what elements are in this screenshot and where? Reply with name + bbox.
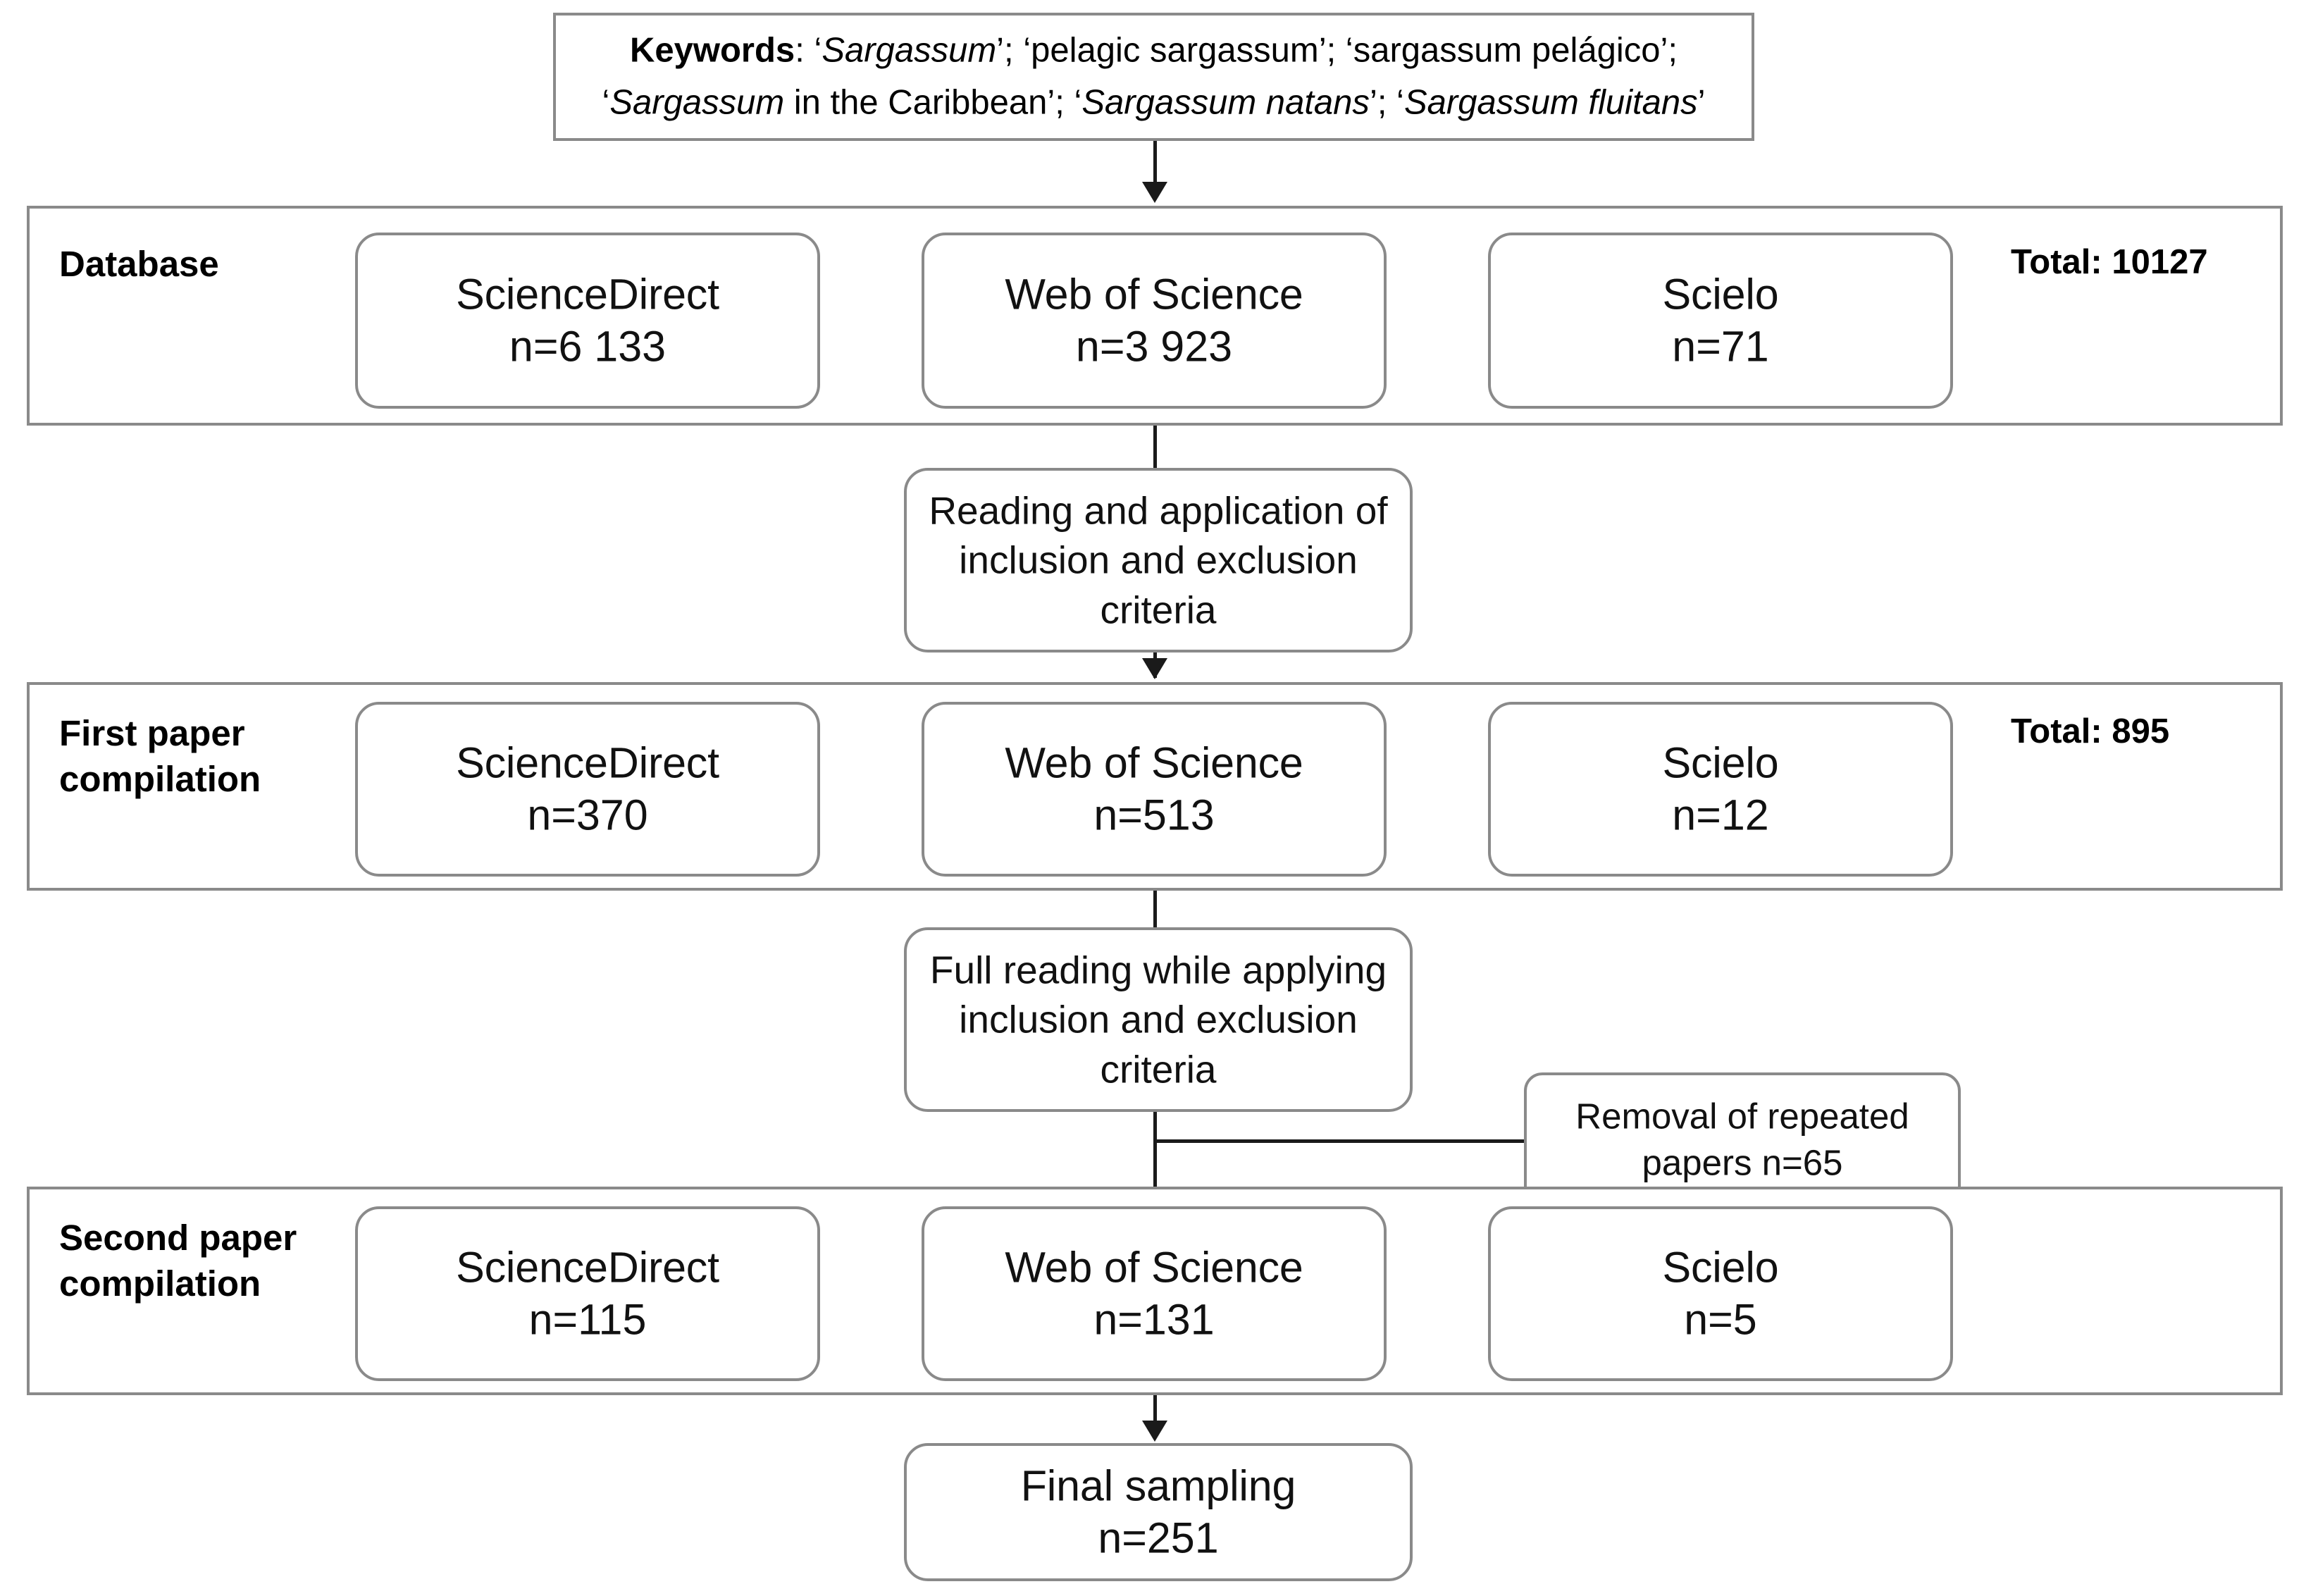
process-text: Reading and application of inclusion and…	[929, 488, 1388, 632]
node-web-of-science-second-compilation: Web of Science n=131	[922, 1206, 1387, 1381]
node-count: n=6 133	[509, 323, 667, 371]
stage-label-second-compilation: Second paper compilation	[59, 1218, 297, 1304]
node-title: Web of Science	[1005, 1243, 1303, 1292]
connector-database-to-screening	[1153, 426, 1157, 468]
node-scielo-first-compilation: Scielo n=12	[1488, 702, 1953, 877]
final-sampling-count: n=251	[1098, 1514, 1219, 1562]
stage-band-database: Database ScienceDirect n=6 133 Web of Sc…	[27, 206, 2283, 426]
node-count: n=513	[1093, 791, 1215, 839]
side-note-removal-of-repeated-papers: Removal of repeated papers n=65	[1524, 1072, 1961, 1208]
node-title: Web of Science	[1005, 738, 1303, 787]
keywords-box: Keywords: ‘Sargassum’; ‘pelagic sargassu…	[553, 13, 1754, 141]
node-title: ScienceDirect	[456, 738, 719, 787]
final-sampling-box: Final sampling n=251	[904, 1443, 1413, 1581]
node-title: Scielo	[1662, 270, 1779, 318]
stage-band-first-compilation: First paper compilation ScienceDirect n=…	[27, 682, 2283, 891]
side-note-text: Removal of repeated papers n=65	[1575, 1096, 1909, 1183]
arrowhead-keywords-to-database	[1142, 182, 1167, 203]
node-web-of-science-database: Web of Science n=3 923	[922, 233, 1387, 409]
keywords-line-2: ‘Sargassum in the Caribbean’; ‘Sargassum…	[602, 84, 1706, 122]
node-scielo-database: Scielo n=71	[1488, 233, 1953, 409]
stage-band-second-compilation: Second paper compilation ScienceDirect n…	[27, 1187, 2283, 1395]
node-sciencedirect-second-compilation: ScienceDirect n=115	[355, 1206, 820, 1381]
node-title: ScienceDirect	[456, 270, 719, 318]
node-title: ScienceDirect	[456, 1243, 719, 1292]
keywords-text: Keywords: ‘Sargassum’; ‘pelagic sargassu…	[584, 25, 1723, 130]
node-title: Web of Science	[1005, 270, 1303, 318]
node-scielo-second-compilation: Scielo n=5	[1488, 1206, 1953, 1381]
stage-label-database: Database	[59, 244, 219, 284]
stage-total-first-compilation: Total: 895	[2011, 712, 2170, 750]
stage-label-first-compilation: First paper compilation	[59, 713, 261, 800]
arrowhead-second-compilation-to-final	[1142, 1421, 1167, 1442]
connector-second-compilation-to-final	[1153, 1395, 1157, 1436]
node-count: n=5	[1684, 1296, 1757, 1344]
node-count: n=12	[1672, 791, 1769, 839]
process-text: Full reading while applying inclusion an…	[929, 948, 1387, 1091]
arrowhead-screening-to-first-compilation	[1142, 658, 1167, 679]
connector-full-reading-to-second-compilation	[1153, 1112, 1157, 1225]
connector-first-compilation-to-full-reading	[1153, 891, 1157, 927]
node-count: n=115	[528, 1296, 647, 1344]
stage-total-database: Total: 10127	[2011, 243, 2208, 281]
node-count: n=3 923	[1075, 323, 1233, 371]
node-sciencedirect-database: ScienceDirect n=6 133	[355, 233, 820, 409]
node-title: Scielo	[1662, 738, 1779, 787]
connector-keywords-to-database	[1153, 141, 1157, 186]
process-box-screening: Reading and application of inclusion and…	[904, 468, 1413, 652]
node-count: n=131	[1093, 1296, 1215, 1344]
node-title: Scielo	[1662, 1243, 1779, 1292]
keywords-label: Keywords:	[630, 31, 805, 70]
node-sciencedirect-first-compilation: ScienceDirect n=370	[355, 702, 820, 877]
node-count: n=71	[1672, 323, 1769, 371]
process-box-full-reading: Full reading while applying inclusion an…	[904, 927, 1413, 1112]
node-count: n=370	[527, 791, 648, 839]
node-web-of-science-first-compilation: Web of Science n=513	[922, 702, 1387, 877]
keywords-line-1: ‘Sargassum’; ‘pelagic sargassum’; ‘sarga…	[814, 31, 1678, 70]
final-sampling-title: Final sampling	[1020, 1461, 1296, 1510]
connector-removal-note	[1153, 1139, 1527, 1143]
